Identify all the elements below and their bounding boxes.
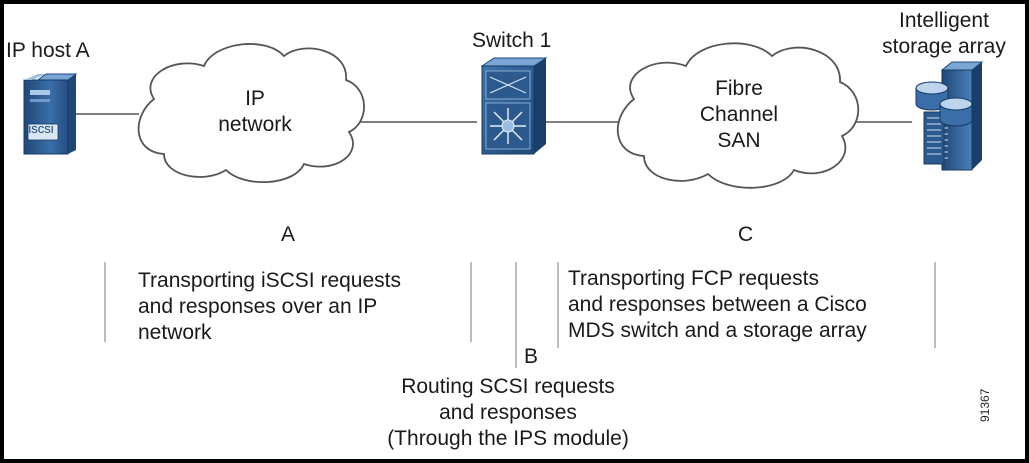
storage-line-1: Intelligent: [899, 9, 989, 32]
diagram-canvas: IP host A iscsi IP network Switch 1 Fibr…: [4, 4, 1025, 459]
segment-c-right-bracket: [934, 262, 936, 348]
storage-line-2: storage array: [882, 35, 1006, 58]
fc-san-label: Fibre Channel SAN: [684, 76, 794, 154]
switch-icon: [480, 57, 548, 155]
segment-c-description: Transporting FCP requests and responses …: [568, 266, 867, 344]
fc-san-line-3: SAN: [717, 129, 761, 152]
segment-b-line-3: (Through the IPS module): [387, 427, 629, 450]
ip-network-line-1: IP: [245, 87, 265, 110]
host-badge-text: iscsi: [28, 121, 54, 136]
segment-a-left-bracket: [104, 262, 106, 342]
segment-c-left-bracket: [557, 262, 559, 348]
segment-b-bracket: [515, 262, 517, 368]
segment-a-line-1: Transporting iSCSI requests: [138, 269, 402, 292]
segment-a-line-3: network: [138, 321, 212, 344]
segment-c-line-2: and responses between a Cisco: [568, 293, 867, 316]
host-server-icon: [23, 73, 78, 155]
segment-a-line-2: and responses over an IP: [138, 295, 378, 318]
figure-id: 91367: [978, 388, 992, 422]
ip-network-cloud: [137, 43, 365, 183]
segment-b-description: Routing SCSI requests and responses (Thr…: [338, 374, 678, 452]
diagram-graphics: [23, 42, 984, 189]
segment-a-letter: A: [281, 223, 296, 246]
segment-c-letter: C: [738, 223, 754, 246]
segment-a-right-bracket: [470, 262, 472, 342]
host-label: IP host A: [6, 39, 90, 62]
ip-network-label: IP network: [200, 86, 310, 138]
segment-c-line-3: MDS switch and a storage array: [568, 319, 867, 342]
fc-san-line-2: Channel: [699, 103, 779, 126]
segment-c-line-1: Transporting FCP requests: [568, 267, 819, 290]
segment-b-letter: B: [524, 345, 539, 368]
segment-b-line-2: and responses: [439, 401, 577, 424]
segment-a-description: Transporting iSCSI requests and response…: [138, 268, 401, 346]
storage-label: Intelligent storage array: [864, 8, 1024, 60]
storage-array-icon: [915, 61, 984, 171]
fc-san-line-1: Fibre: [715, 77, 763, 100]
fc-san-cloud: [617, 42, 860, 189]
segment-b-line-1: Routing SCSI requests: [401, 375, 615, 398]
switch-label: Switch 1: [472, 29, 552, 52]
ip-network-line-2: network: [218, 113, 292, 136]
